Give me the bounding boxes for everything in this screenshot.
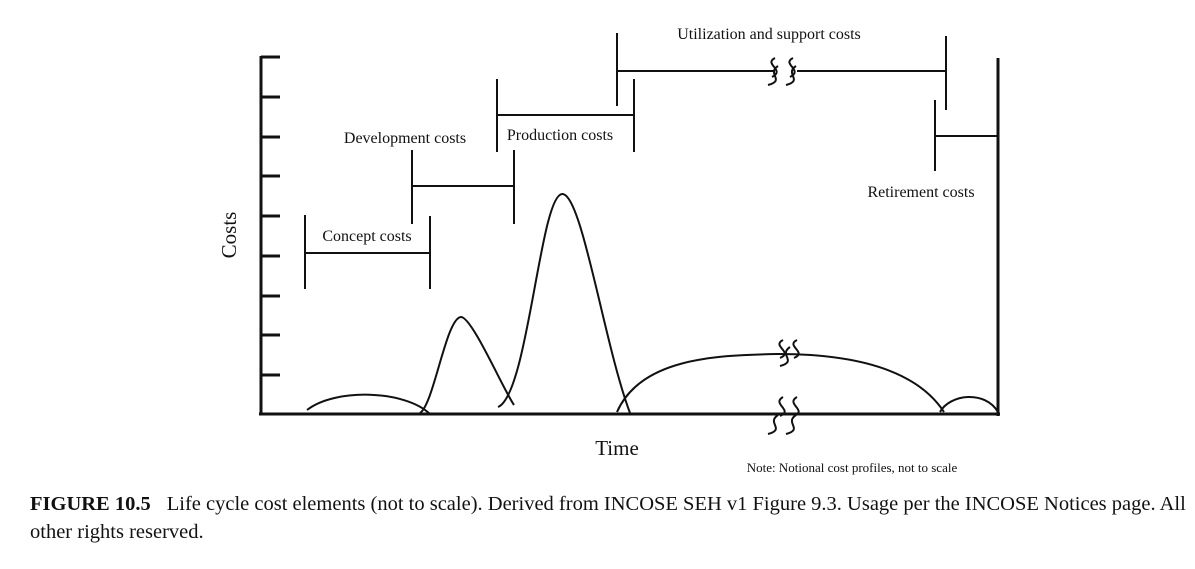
figure-number: FIGURE 10.5: [30, 493, 151, 515]
development-span: [411, 150, 515, 224]
development-cost-curve: [419, 315, 515, 414]
retirement-span: [934, 100, 997, 171]
scale-note: Note: Notional cost profiles, not to sca…: [747, 460, 958, 475]
curve-break-symbol: [778, 339, 800, 367]
retirement-costs-label: Retirement costs: [867, 184, 974, 201]
concept-span: [304, 215, 431, 289]
utilization-span: [616, 33, 947, 110]
utilization-costs-label: Utilization and support costs: [677, 26, 861, 43]
development-costs-label: Development costs: [344, 130, 466, 147]
x-axis-label: Time: [595, 436, 639, 460]
y-axis-label: Costs: [217, 212, 241, 259]
concept-cost-curve: [306, 393, 431, 415]
production-span: [496, 79, 635, 152]
utilization-cost-curve: [616, 352, 945, 413]
retirement-cost-curve: [939, 396, 999, 413]
caption-text: Life cycle cost elements (not to scale).…: [30, 493, 1186, 543]
time-axis-break-symbol: [767, 396, 800, 435]
life-cycle-cost-diagram: Costs Time Concept costs Development cos…: [217, 26, 1000, 475]
y-axis-ticks: [261, 55, 280, 377]
production-costs-label: Production costs: [507, 127, 613, 144]
concept-costs-label: Concept costs: [322, 228, 411, 245]
axis-break-symbol: [767, 57, 797, 86]
production-cost-curve: [497, 192, 631, 414]
